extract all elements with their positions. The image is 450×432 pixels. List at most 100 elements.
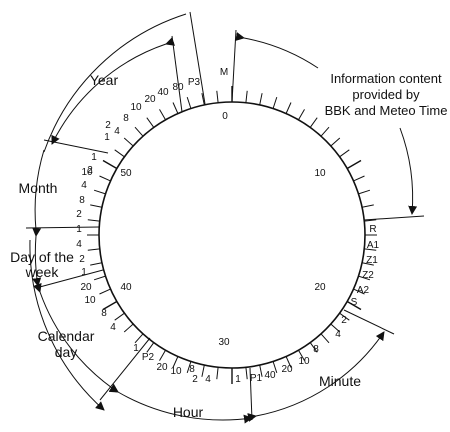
- second-tick: [364, 219, 377, 222]
- second-tick: [114, 312, 125, 321]
- cday-bit-2: 2: [79, 254, 85, 265]
- month-bit-2: 2: [87, 165, 93, 176]
- hour-bit-20: 20: [156, 362, 168, 373]
- second-tick: [123, 323, 134, 333]
- boundary-line-minute-mark: [231, 29, 237, 103]
- second-tick: [216, 90, 219, 103]
- second-tick: [339, 149, 350, 158]
- arc-info-right: [399, 127, 418, 215]
- year-bit-1: 1: [104, 132, 110, 143]
- month-bit-10: 10: [81, 167, 93, 178]
- second-dial-circle: [98, 101, 366, 369]
- cday-bit-4: 4: [110, 322, 116, 333]
- second-tick: [123, 137, 134, 147]
- second-tick: [216, 367, 219, 380]
- second-tick: [353, 175, 365, 182]
- hour-bit-10: 10: [170, 366, 182, 377]
- second-label-0: 0: [222, 111, 228, 122]
- second-tick: [87, 248, 100, 251]
- info-label-line-3: BBK and Meteo Time: [325, 103, 448, 118]
- second-tick: [90, 262, 103, 266]
- label-calendar-day-1: Calendar: [38, 328, 95, 344]
- dow-bit-4: 4: [76, 239, 82, 250]
- second-tick: [87, 219, 100, 222]
- second-tick: [93, 189, 106, 195]
- second-tick: [358, 275, 371, 281]
- second-tick: [102, 159, 118, 170]
- year-bit-10: 10: [130, 102, 142, 113]
- second-label-20: 20: [314, 282, 326, 293]
- marker-s: S: [351, 297, 358, 308]
- second-tick: [353, 288, 365, 295]
- second-tick: [358, 189, 371, 195]
- marker-a2: A2: [357, 285, 370, 296]
- year-bit-20: 20: [144, 94, 156, 105]
- arc-info-top: [235, 32, 319, 69]
- cday-bit-10: 10: [84, 295, 96, 306]
- boundary-line-year-end: [189, 11, 206, 105]
- second-tick: [114, 149, 125, 158]
- minute-bit-10: 10: [298, 356, 310, 367]
- month-bit-8: 8: [79, 195, 85, 206]
- second-tick: [330, 323, 341, 333]
- second-tick: [201, 364, 205, 377]
- segment-arcs: [29, 13, 418, 424]
- arc-minute: [247, 331, 385, 422]
- second-tick: [99, 288, 111, 295]
- label-calendar-day-2: day: [55, 344, 78, 360]
- marker-r: R: [369, 224, 376, 235]
- minute-bit-2: 2: [341, 315, 347, 326]
- hour-bit-2: 2: [192, 374, 198, 385]
- arc-calendar-day: [33, 282, 119, 393]
- second-tick: [146, 342, 155, 353]
- arc-hour: [108, 384, 253, 424]
- marker-z1: Z1: [366, 255, 378, 266]
- second-tick: [146, 117, 155, 128]
- second-label-30: 30: [218, 337, 230, 348]
- arc-outer-left: [29, 239, 105, 411]
- label-year: Year: [90, 72, 119, 88]
- month-bit-4: 4: [81, 180, 87, 191]
- second-label-10: 10: [314, 168, 326, 179]
- second-tick: [172, 102, 179, 114]
- second-tick: [245, 367, 248, 380]
- second-tick: [245, 90, 248, 103]
- boundary-line-dow-month: [25, 226, 100, 229]
- hour-bit-4: 4: [205, 374, 211, 385]
- second-tick: [93, 275, 106, 281]
- second-label-40: 40: [120, 282, 132, 293]
- year-bit-2: 2: [105, 120, 111, 131]
- label-minute: Minute: [319, 373, 361, 389]
- year-bit-8: 8: [123, 113, 129, 124]
- second-tick: [346, 300, 362, 311]
- second-tick: [90, 204, 103, 208]
- marker-z2: Z2: [362, 270, 374, 281]
- cday-bit-8: 8: [101, 308, 107, 319]
- second-tick: [272, 96, 278, 109]
- second-tick: [99, 175, 111, 182]
- second-tick: [259, 93, 263, 106]
- year-bit-40: 40: [157, 87, 169, 98]
- boundary-line-year-start-inner: [171, 35, 183, 113]
- second-tick: [134, 333, 144, 344]
- second-tick: [186, 361, 192, 374]
- second-tick: [339, 312, 350, 321]
- marker-p1: P1: [250, 373, 263, 384]
- marker-m: M: [220, 67, 228, 78]
- second-tick: [159, 109, 166, 121]
- second-tick: [298, 109, 305, 121]
- month-bit-1: 1: [91, 152, 97, 163]
- boundary-line-info-start: [363, 215, 425, 221]
- label-hour: Hour: [173, 404, 204, 420]
- second-tick: [159, 349, 166, 361]
- second-tick: [134, 126, 144, 137]
- year-bit-4: 4: [114, 126, 120, 137]
- second-tick: [320, 126, 330, 137]
- cday-bit-1: 1: [81, 267, 87, 278]
- boundary-line-info-minute: [343, 309, 395, 335]
- minute-bit-40: 40: [264, 370, 276, 381]
- hour-bit-1: 1: [133, 343, 139, 354]
- second-tick: [361, 262, 374, 266]
- second-tick: [309, 117, 318, 128]
- second-tick: [346, 159, 362, 170]
